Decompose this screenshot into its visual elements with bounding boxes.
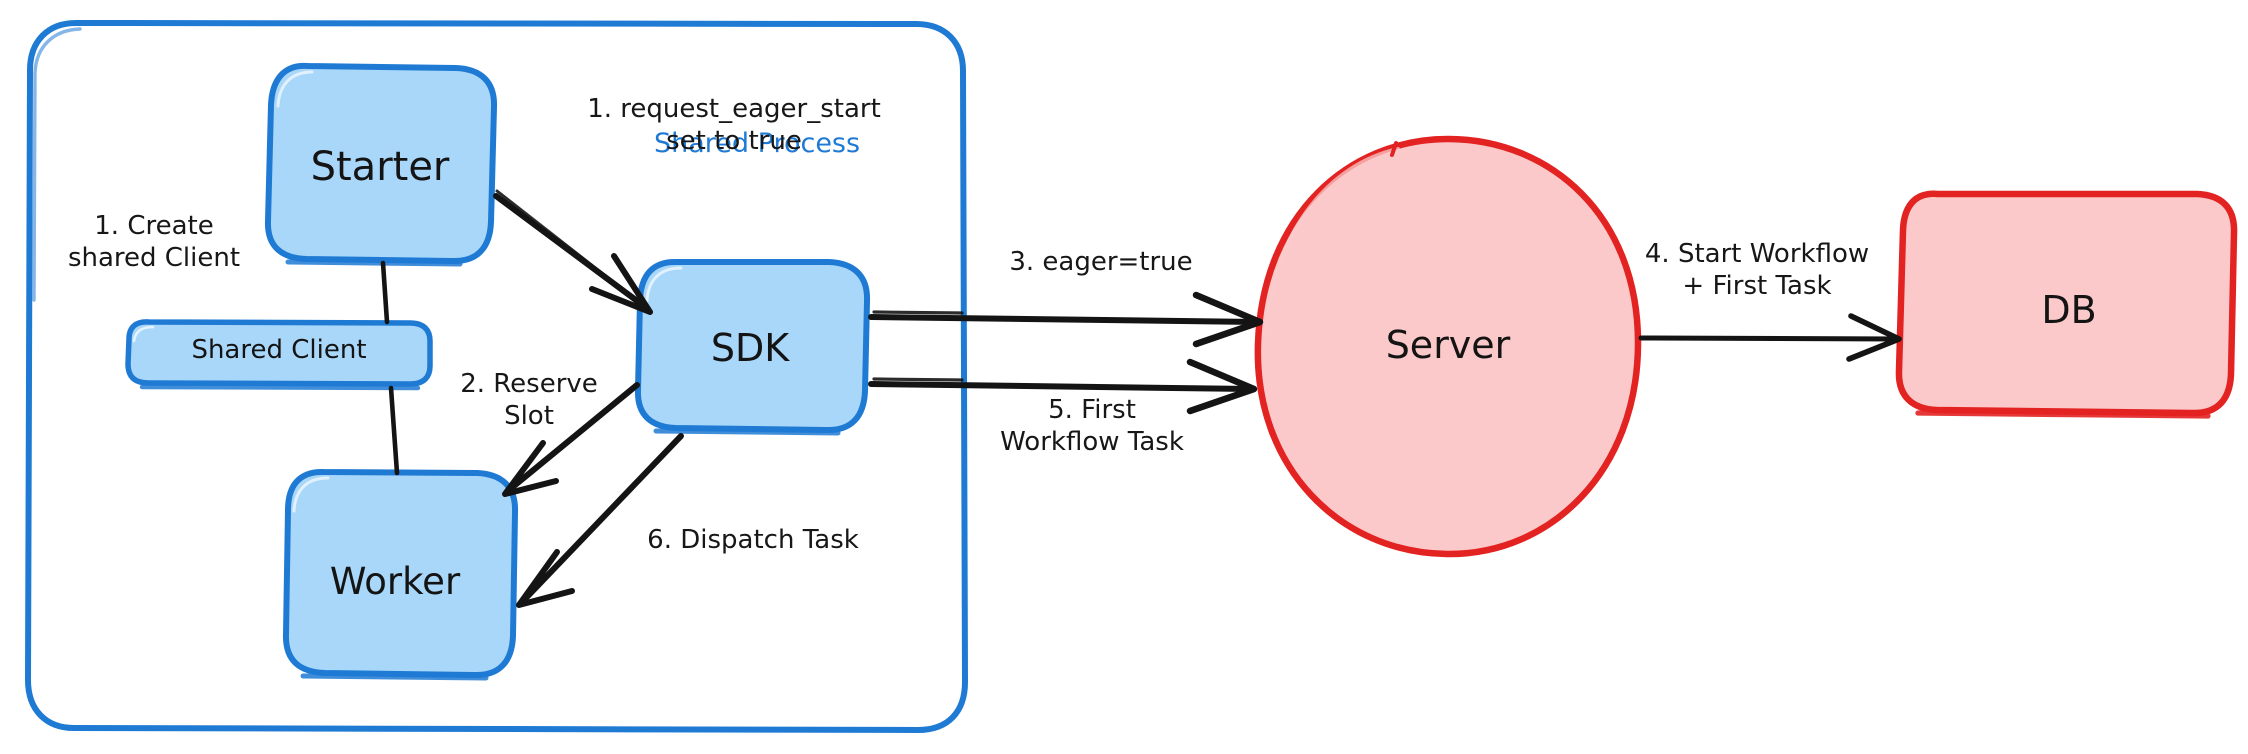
edge-shared-client-worker [388,385,400,476]
edge-start-workflow [1638,313,1902,362]
edge-label-first-workflow-task: 5. First Workflow Task [1000,395,1184,458]
node-sdk[interactable] [634,258,871,436]
edge-label-start-workflow: 4. Start Workflow + First Task [1644,239,1870,302]
node-worker[interactable] [282,468,519,681]
edge-first-workflow-task [868,358,1258,415]
edge-eager-true [868,291,1264,348]
shared-process-group [25,20,968,733]
group-title-shared-process: Shared Process [654,128,861,159]
node-shared-client[interactable] [125,319,433,391]
edge-label-dispatch-task: 6. Dispatch Task [647,525,859,555]
edge-label-reserve-slot: 2. Reserve Slot [460,369,598,432]
edge-label-eager-true: 3. eager=true [1009,247,1193,277]
edge-create-shared-client [380,260,390,325]
edge-dispatch-task [516,433,684,608]
node-starter[interactable] [264,62,498,267]
node-db[interactable] [1895,190,2238,419]
node-server[interactable] [1254,135,1642,558]
edge-label-create-shared-client: 1. Create shared Client [67,211,241,274]
edge-label-request-eager-start: 1. request_eager_start set to true [587,94,881,157]
edge-reserve-slot [502,382,640,497]
edge-request-eager-start [493,189,653,315]
